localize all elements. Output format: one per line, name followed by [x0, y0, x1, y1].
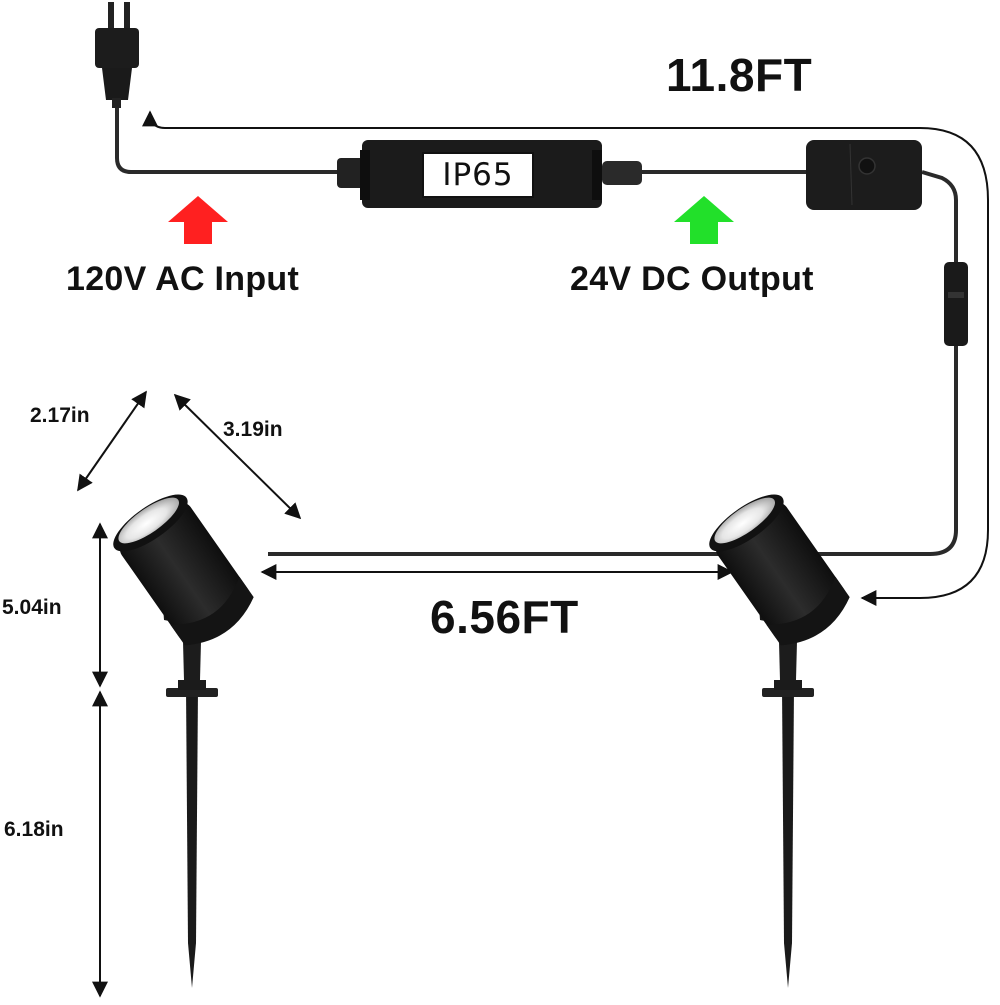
input-label: 120V AC Input — [66, 260, 300, 298]
spotlight-left — [105, 484, 263, 988]
cable-connector-icon — [944, 262, 968, 346]
head-length-arrow — [173, 393, 302, 520]
upper-height-label: 5.04in — [2, 596, 62, 619]
spotlight-right — [701, 484, 859, 988]
head-diameter-arrow — [77, 390, 147, 492]
output-arrow-icon — [674, 196, 734, 244]
power-plug-icon — [95, 2, 139, 108]
head-diameter-label: 2.17in — [30, 404, 90, 427]
spacing-label: 6.56FT — [430, 591, 579, 643]
output-label: 24V DC Output — [570, 260, 814, 298]
switch-box — [806, 140, 922, 210]
stake-height-label: 6.18in — [4, 818, 64, 841]
head-length-label: 3.19in — [223, 418, 283, 441]
ip-rating-label: IP65 — [422, 152, 534, 198]
cable-length-label: 11.8FT — [666, 49, 813, 101]
cable-length-arrow — [142, 110, 989, 606]
input-arrow-icon — [168, 196, 228, 244]
